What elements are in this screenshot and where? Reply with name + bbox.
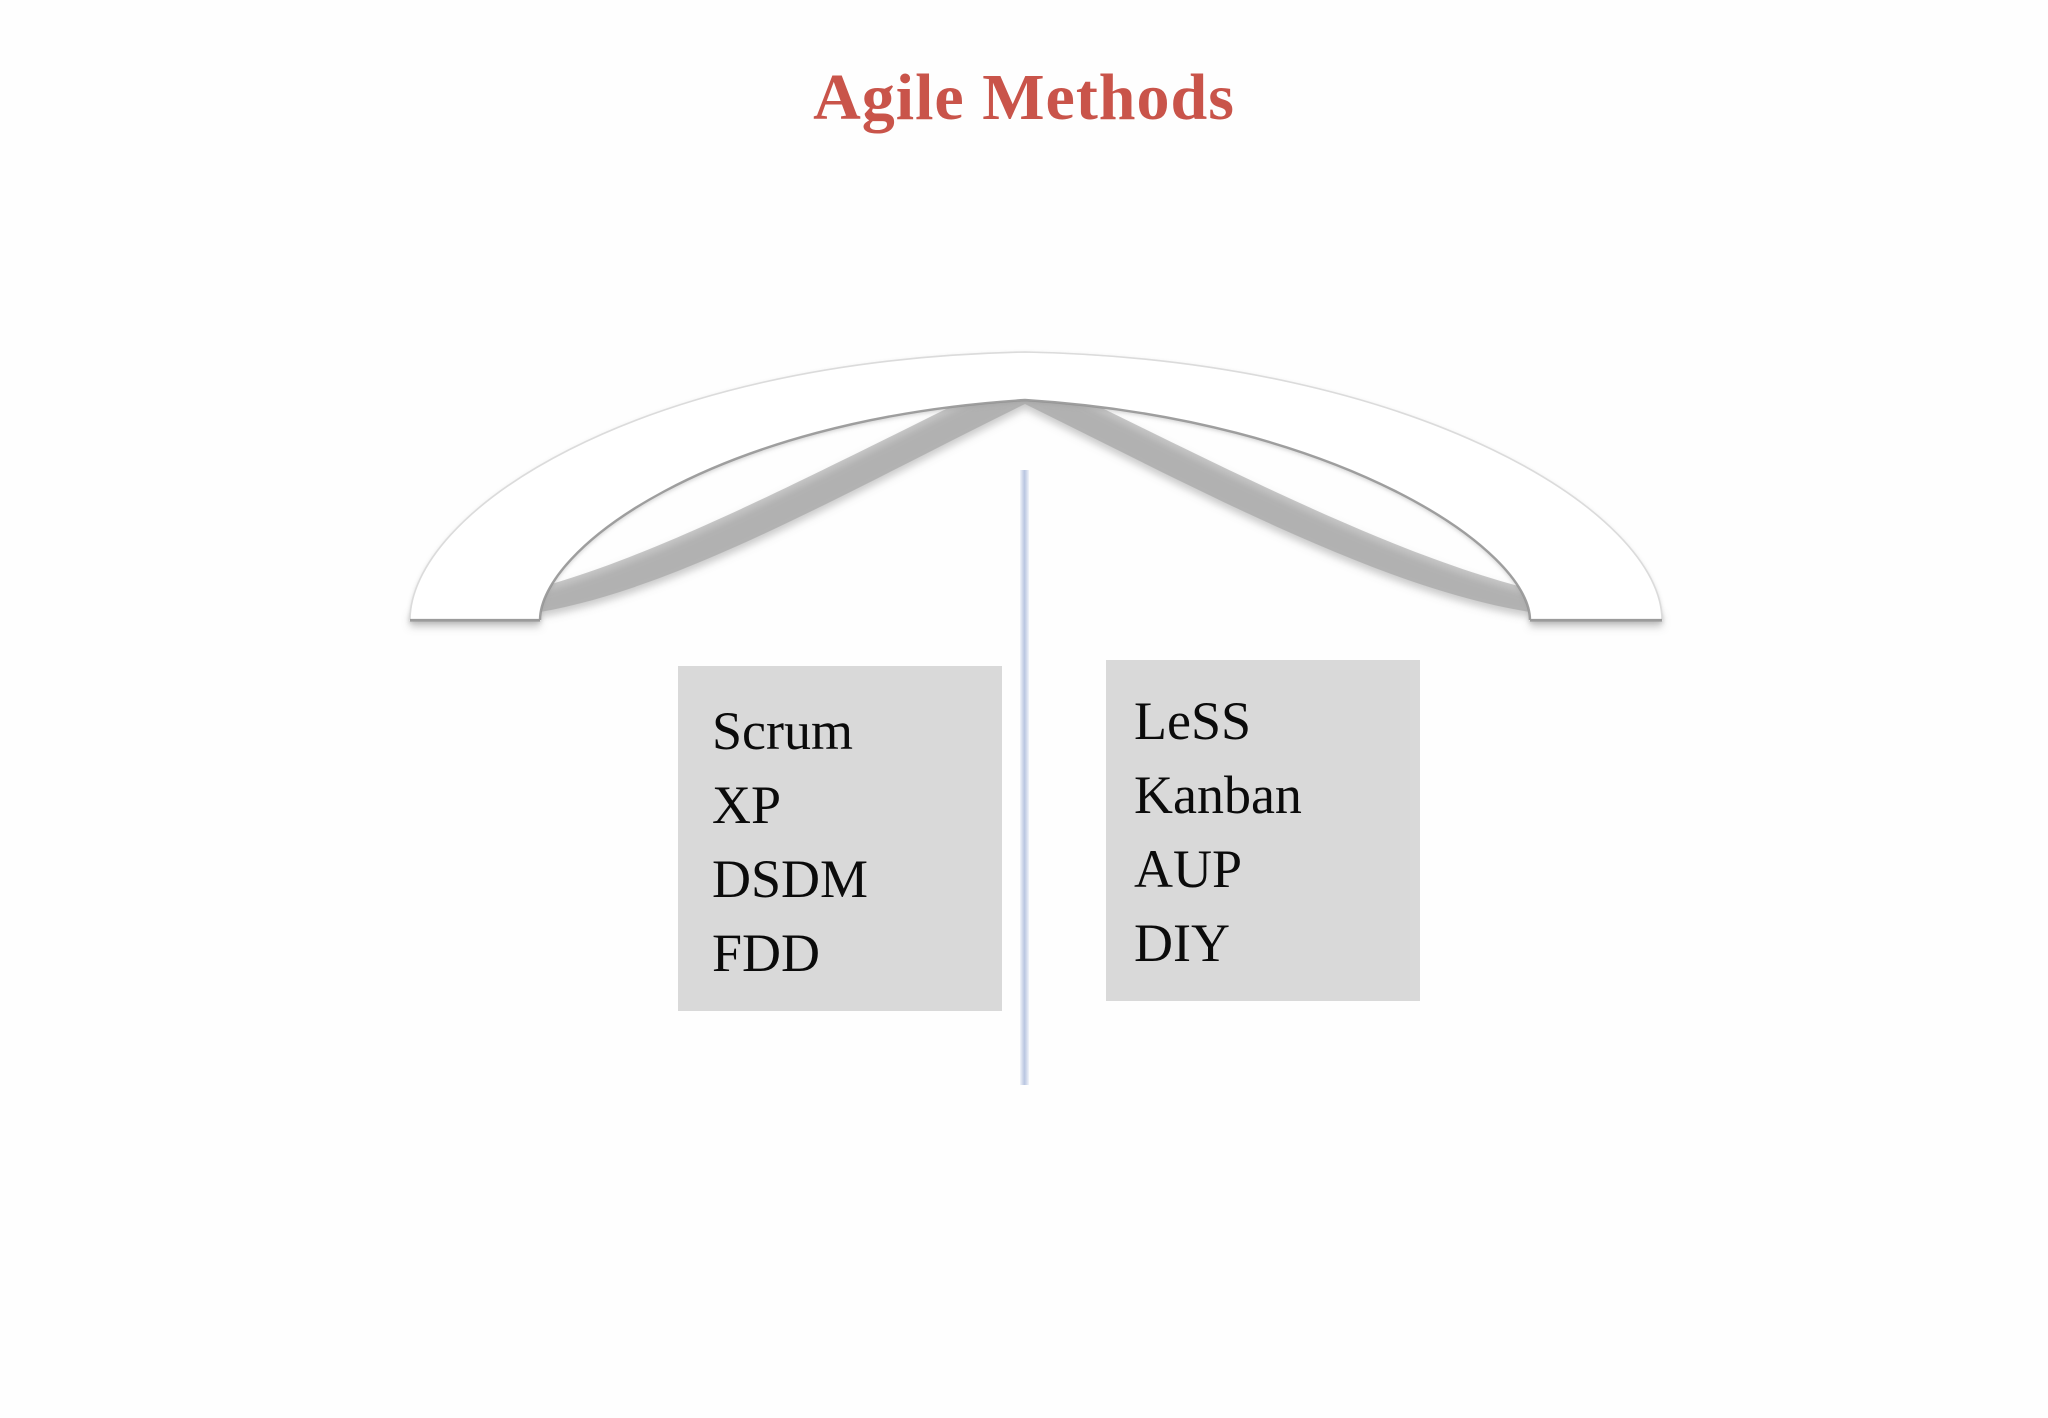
list-item: Kanban — [1134, 765, 1302, 825]
arch-bridge-svg — [409, 351, 1663, 622]
list-item: XP — [712, 775, 782, 835]
page-title: Agile Methods — [813, 61, 1235, 134]
right-methods-panel[interactable]: LeSS Kanban AUP DIY — [1106, 660, 1420, 1001]
list-item: FDD — [712, 923, 821, 983]
arch-inner-arc — [538, 398, 1532, 621]
left-methods-panel[interactable]: Scrum XP DSDM FDD — [678, 666, 1002, 1011]
list-item: LeSS — [1134, 691, 1252, 751]
arch-outer-arc — [409, 351, 1663, 621]
list-item: DIY — [1134, 913, 1230, 973]
list-item: AUP — [1134, 839, 1243, 899]
center-divider-pillar — [1020, 470, 1029, 1085]
list-item: Scrum — [712, 701, 853, 761]
list-item: DSDM — [712, 849, 869, 909]
arch-bridge-graphic — [380, 300, 1690, 660]
